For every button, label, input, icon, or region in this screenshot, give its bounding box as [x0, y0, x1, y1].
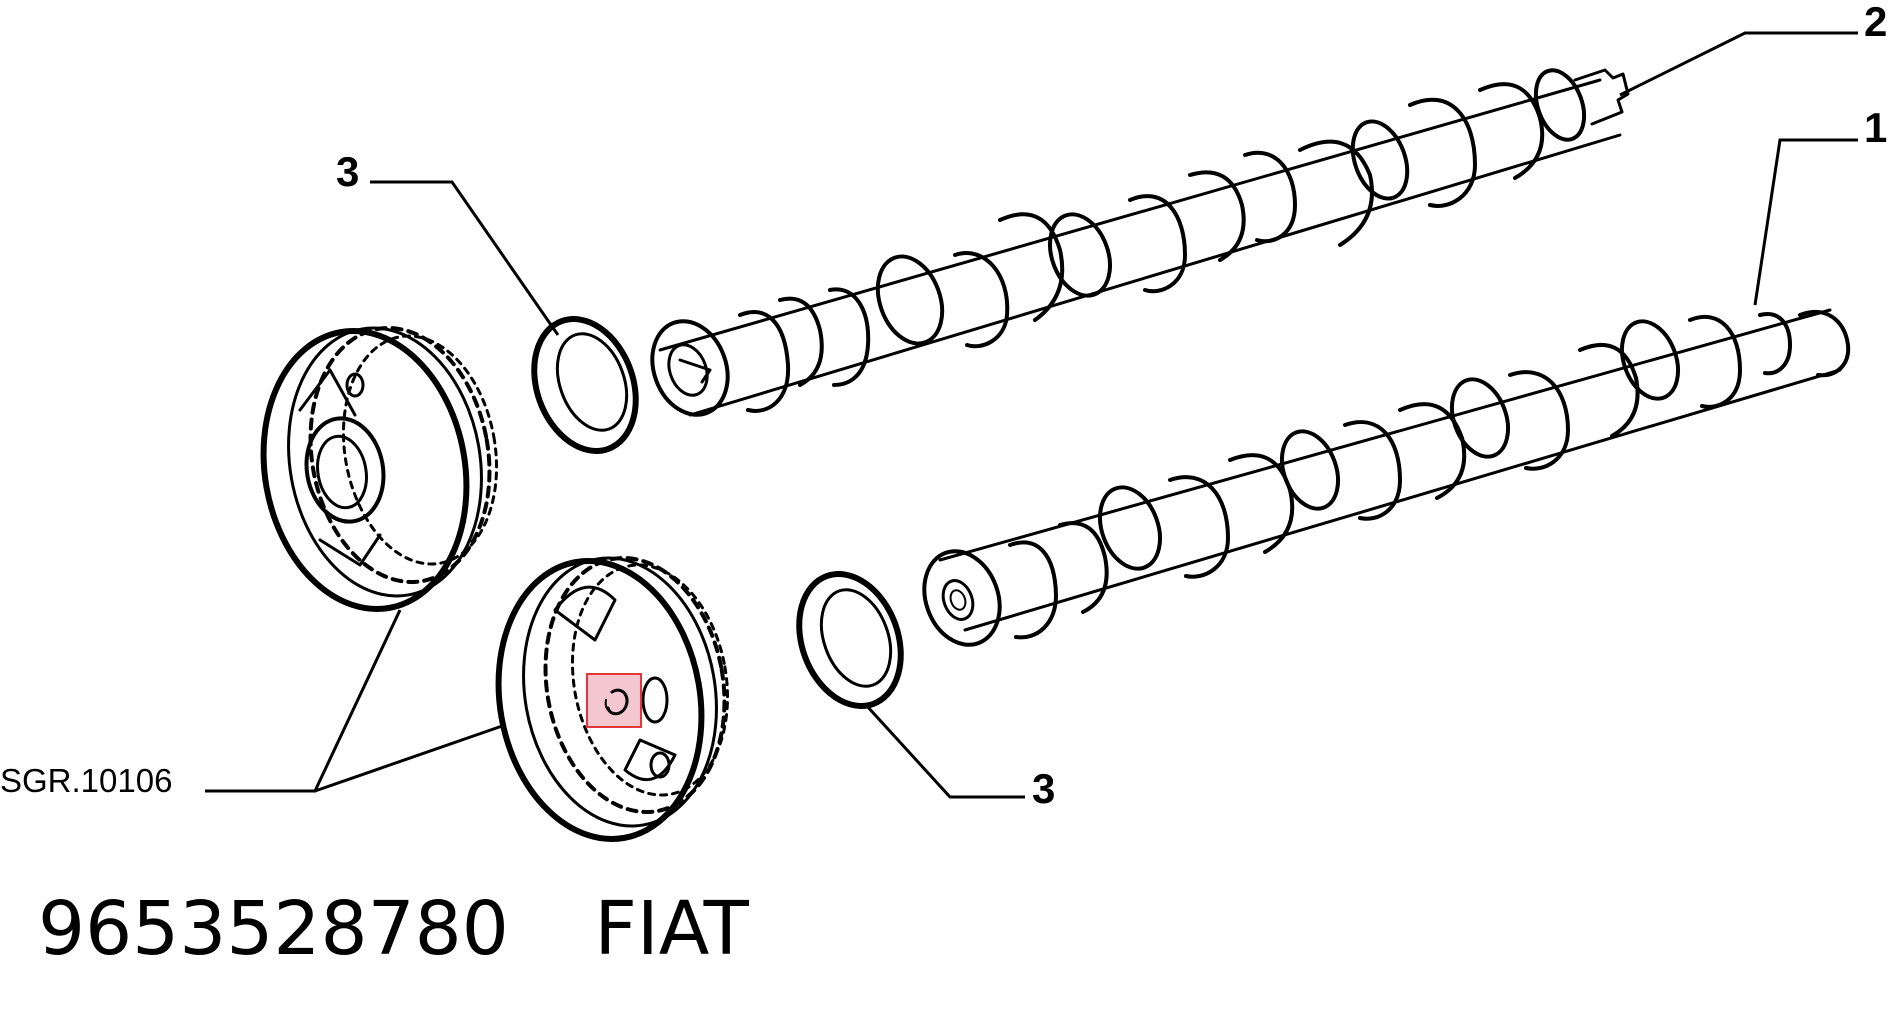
footer-caption: 9653528780 FIAT	[38, 886, 749, 972]
seal-upper	[531, 316, 639, 454]
part-number: 9653528780	[38, 886, 509, 972]
callout-3-upper: 3	[336, 148, 359, 195]
callout-3-lower: 3	[1032, 765, 1055, 812]
highlighted-part-marker[interactable]	[586, 673, 642, 728]
lower-camshaft	[922, 308, 1851, 647]
brand-name: FIAT	[594, 886, 749, 972]
callout-1: 1	[1864, 104, 1887, 151]
pulley-lower	[495, 556, 730, 842]
callout-2: 2	[1864, 0, 1887, 45]
leader-lines	[205, 31, 1858, 799]
group-label-sgr: SGR.10106	[0, 762, 172, 799]
seal-lower	[796, 571, 904, 709]
pulley-upper	[260, 326, 499, 612]
upper-camshaft	[650, 68, 1630, 417]
